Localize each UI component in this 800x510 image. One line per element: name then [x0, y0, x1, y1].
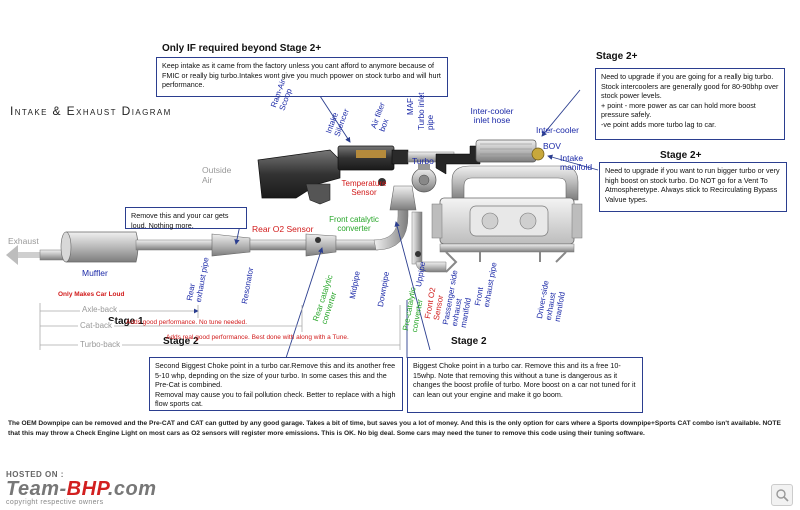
stage-label-bov: Stage 2+ [660, 150, 702, 161]
annotation-adds-good-performance-1: Adds good performance. No tune needed. [126, 319, 248, 326]
label-rear-o2-sensor: Rear O2 Sensor [252, 224, 314, 234]
label-outside-air: Outside Air [202, 165, 232, 186]
bov-shape [531, 147, 545, 161]
watermark-logo: Team-BHP.com [6, 479, 157, 499]
diagram-title: Intake & Exhaust Diagram [10, 104, 172, 118]
label-intake-manifold: Intake manifold [560, 153, 593, 172]
muffler-shape [63, 231, 139, 263]
label-bov: BOV [543, 141, 561, 151]
maf-shape [391, 149, 409, 165]
front-exhaust-pipe-shape [439, 243, 575, 253]
label-exhaust: Exhaust [8, 236, 39, 246]
rear-cat-shape [305, 233, 337, 257]
intake-manifold-shape [451, 165, 579, 201]
label-maf: MAF [406, 98, 415, 115]
note-muffler: Remove this and your car gets loud. Noth… [125, 207, 247, 230]
note-precat: Second Biggest Choke point in a turbo ca… [149, 357, 403, 411]
stage-label-right: Stage 2 [451, 336, 487, 347]
rear-exhaust-pipe-shape [135, 239, 215, 251]
resonator-shape [211, 233, 251, 257]
zoom-icon [776, 489, 789, 502]
note-downpipe: Biggest Choke point in a turbo car. Remo… [407, 357, 643, 413]
label-temperature-sensor: Temperature Sensor [341, 179, 387, 197]
front-cat-shape [389, 185, 417, 211]
stage-label-stage1: Stage 1 [108, 316, 144, 327]
span-label-turbo-back: Turbo-back [78, 340, 123, 349]
temperature-sensor-icon [378, 178, 386, 186]
rear-o2-sensor-icon [315, 237, 321, 243]
note-intake: Keep intake as it came from the factory … [156, 57, 448, 97]
ram-air-scoop-shape [257, 149, 341, 199]
intake-silencer-shape [305, 183, 331, 205]
front-o2-sensor-icon [415, 251, 421, 257]
label-front-catalytic-converter: Front catalytic converter [329, 215, 379, 233]
stage-label-intercooler: Stage 2+ [596, 51, 638, 62]
span-label-axle-back: Axle-back [80, 305, 120, 314]
watermark-brand-c: .com [107, 478, 157, 500]
label-intercooler: Inter-cooler [536, 125, 579, 135]
watermark-brand-b: BHP [66, 478, 108, 500]
stage-label-left: Stage 2 [163, 336, 199, 347]
watermark: HOSTED ON : Team-BHP.com copyright respe… [6, 470, 157, 506]
watermark-hosted-on: HOSTED ON : [6, 470, 64, 479]
intercooler-shape [475, 139, 537, 163]
annotation-adds-good-performance-2: Adds real good performance. Best done wi… [166, 334, 349, 341]
label-muffler: Muffler [82, 268, 108, 278]
note-intercooler: Need to upgrade if you are going for a r… [595, 68, 785, 140]
midpipe-shape [335, 239, 379, 251]
callout-lines [234, 89, 599, 359]
span-label-cat-back: Cat-back [78, 321, 115, 330]
label-turbo-inlet-pipe: Turbo inlet pipe [417, 92, 435, 131]
label-turbo: Turbo [412, 156, 434, 166]
note-bov: Need to upgrade if you want to run bigge… [599, 162, 787, 212]
watermark-brand-a: Team- [6, 478, 67, 500]
label-intercooler-inlet-hose: Inter-cooler inlet hose [470, 106, 514, 126]
annotation-only-makes-car-loud: Only Makes Car Loud [58, 291, 125, 298]
heading-beyond-stage: Only IF required beyond Stage 2+ [162, 43, 322, 54]
footer-note: The OEM Downpipe can be removed and the … [8, 420, 781, 437]
zoom-button[interactable] [771, 484, 793, 506]
exhaust-arrow-icon [6, 245, 58, 265]
watermark-copyright: copyright respective owners [6, 499, 104, 506]
